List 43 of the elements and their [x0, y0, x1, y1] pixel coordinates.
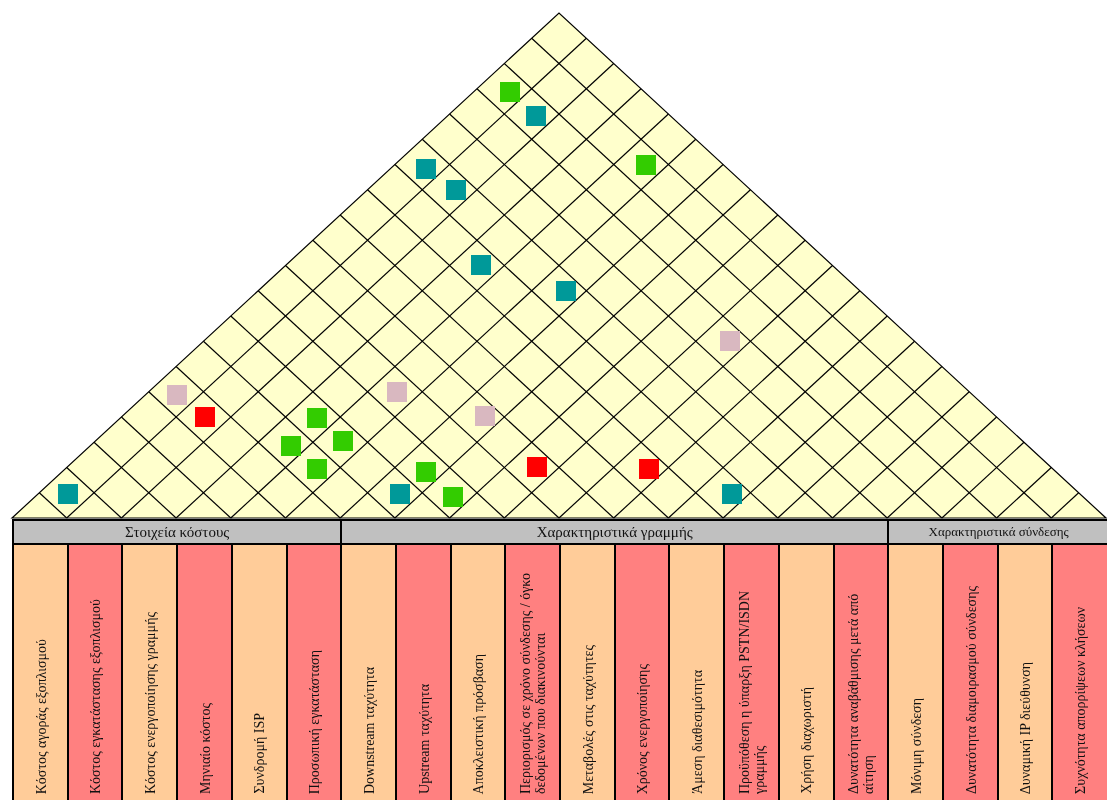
requirement-label: Κόστος ενεργοποίησης γραμμής: [143, 611, 159, 794]
requirement-column: [66, 543, 124, 800]
requirement-column: [723, 543, 780, 800]
requirement-column: [285, 543, 343, 800]
requirement-label: Χρόνος ενεργοποίησης: [635, 663, 651, 794]
category-header: Στοιχεία κόστους: [12, 519, 341, 545]
requirement-column: [777, 543, 835, 800]
requirement-column: [176, 543, 233, 800]
requirement-column: [230, 543, 288, 800]
requirement-column: [832, 543, 890, 800]
requirement-column: [941, 543, 999, 800]
requirement-label: Κόστος αγοράς εξοπλισμού: [33, 638, 50, 794]
requirement-column: [121, 543, 179, 800]
requirement-label: Συνδρομή ISP: [252, 713, 268, 794]
requirement-label: Downstream ταχύτητα: [361, 666, 378, 794]
requirement-column: [1051, 543, 1107, 800]
requirement-column: [887, 543, 944, 800]
requirement-label: Μόνιμη σύνδεση: [908, 697, 925, 794]
requirement-column: [613, 543, 671, 800]
requirement-label: Δυνατότητα διαμοιρασμού σύνδεσης: [963, 585, 979, 794]
requirement-column: [12, 543, 69, 800]
requirement-column: [340, 543, 397, 800]
requirement-label: Μηνιαίο κόστος: [197, 703, 214, 794]
requirement-column: [504, 543, 561, 800]
category-header: Χαρακτηριστικά γραμμής: [340, 519, 888, 545]
requirement-label: Κόστος εγκατάστασης εξοπλισμού: [88, 598, 104, 794]
requirement-label: Χρήση διαχωριστή: [799, 687, 815, 794]
requirement-label: Περιορισμός σε χρόνο σύνδεσης / όγκο δεδομένων που διακινούνται: [518, 571, 550, 794]
requirement-column: [559, 543, 616, 800]
requirement-label: Δυνατότητα αναβάθμισης μετά από αίτηση: [846, 592, 878, 794]
requirement-label: Upstream ταχύτητα: [416, 684, 432, 794]
requirement-column: [996, 543, 1054, 800]
requirement-label: Προϋπόθεση η ύπαρξη PSTN/ISDN γραμμής: [737, 589, 768, 794]
requirement-label: Δυναμική IP διεύθυνση: [1018, 661, 1034, 794]
requirement-label: Προσωπική εγκατάσταση: [307, 649, 323, 794]
requirement-column: [394, 543, 452, 800]
requirement-column: [668, 543, 726, 800]
requirement-column: [449, 543, 507, 800]
requirement-label: Μεταβολές στις ταχύτητες: [580, 644, 597, 794]
requirement-label: Συχνότητα απορρίψεων κλήσεων: [1072, 607, 1089, 794]
requirement-label: Άμεση διαθεσιμότητα: [690, 670, 706, 794]
requirement-label: Αποκλειστική πρόσβαση: [471, 653, 487, 794]
category-header: Χαρακτηριστικά σύνδεσης: [887, 519, 1107, 545]
